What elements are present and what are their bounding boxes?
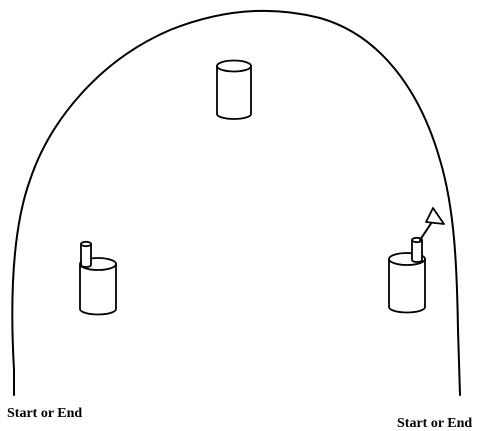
cylinder-right xyxy=(388,236,426,314)
right-endpoint-label: Start or End xyxy=(397,416,472,431)
cylinder-top xyxy=(216,59,252,120)
flag-marker xyxy=(419,207,445,241)
cylinder-left xyxy=(79,240,117,316)
route-path xyxy=(11,9,461,396)
left-endpoint-label: Start or End xyxy=(7,406,82,421)
